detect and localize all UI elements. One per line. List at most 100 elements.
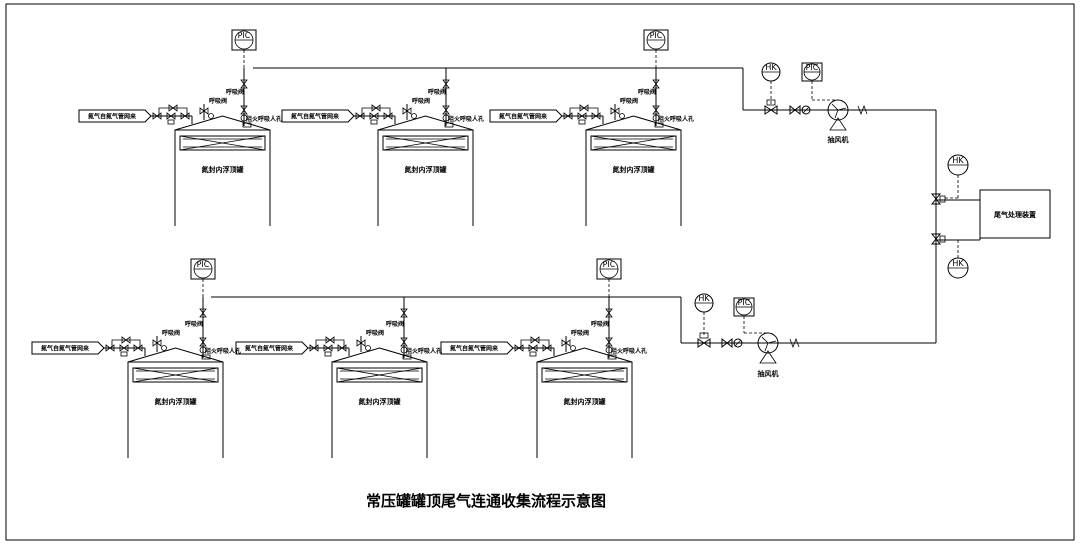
breather-valve-label-2: 呼吸阀	[591, 320, 609, 328]
gate-valve	[591, 112, 601, 120]
floating-roof	[132, 367, 219, 383]
svg-text:HK: HK	[698, 294, 710, 303]
tank-body	[174, 129, 271, 226]
floating-roof	[336, 367, 423, 383]
gate-valve	[577, 112, 587, 120]
tank-roof	[127, 347, 224, 363]
nitrogen-inlet-label: 氮气自氮气管网来	[41, 345, 90, 353]
control-valve-top	[764, 105, 778, 115]
gate-valve	[514, 344, 524, 352]
fan-bottom	[757, 332, 779, 354]
tank-roof	[585, 115, 682, 131]
nitrogen-inlet-label: 氮气自氮气管网来	[88, 113, 137, 121]
diagram-border	[5, 3, 1075, 541]
vent-valve	[400, 308, 408, 318]
tank-label: 氮封内浮顶罐	[155, 397, 197, 406]
svg-text:HK: HK	[952, 156, 964, 165]
fan-top	[827, 99, 849, 121]
gate-valve	[542, 344, 552, 352]
floating-roof	[179, 135, 266, 151]
gate-valve	[337, 344, 347, 352]
tank-body	[127, 361, 224, 458]
gate-valve	[309, 344, 319, 352]
gate-valve	[383, 112, 393, 120]
tank-roof	[377, 115, 474, 131]
diagram-title: 常压罐罐顶尾气连通收集流程示意图	[366, 492, 606, 510]
flame-arrester-label: 阻火呼吸人孔	[246, 115, 282, 123]
nitrogen-inlet-label: 氮气自氮气管网来	[291, 113, 340, 121]
fan-label-top: 抽风机	[828, 135, 849, 144]
breather-valve-label: 呼吸阀	[366, 329, 384, 337]
tank-label: 氮封内浮顶罐	[202, 165, 244, 174]
bottom-fan-section: HK PIC 抽风机	[694, 293, 800, 378]
treatment-label: 尾气处理装置	[993, 210, 1036, 219]
tank-label: 氮封内浮顶罐	[564, 397, 606, 406]
nitrogen-inlet-tag	[31, 341, 105, 355]
tank-label: 氮封内浮顶罐	[359, 397, 401, 406]
vent-valve	[199, 308, 207, 318]
breather-valve-label-2: 呼吸阀	[386, 320, 404, 328]
vent-valve	[442, 79, 450, 89]
breather-valve-label-2: 呼吸阀	[185, 320, 203, 328]
hk-label: HK	[765, 63, 777, 72]
pic-label: PIC	[603, 260, 616, 269]
flame-arrester-label: 阻火呼吸人孔	[658, 115, 694, 123]
tail-gas-treatment-unit: 尾气处理装置	[979, 189, 1051, 239]
pic-label: PIC	[650, 31, 663, 40]
top-fan-section: HK PIC 抽风机	[761, 62, 868, 144]
flame-arrester-label: 阻火呼吸人孔	[406, 347, 442, 355]
tank-label: 氮封内浮顶罐	[405, 165, 447, 174]
collection-valves: HK HK	[930, 154, 969, 279]
svg-text:PIC: PIC	[738, 298, 751, 307]
gate-valve	[369, 112, 379, 120]
flame-arrester-label: 阻火呼吸人孔	[205, 347, 241, 355]
tank-body	[536, 361, 633, 458]
gate-valve	[152, 112, 162, 120]
floating-roof	[382, 135, 469, 151]
vent-valve	[240, 79, 248, 89]
gate-valve	[166, 112, 176, 120]
tank-label: 氮封内浮顶罐	[613, 165, 655, 174]
gate-valve	[119, 344, 129, 352]
gate-valve	[528, 344, 538, 352]
bottom-header-pipe	[211, 296, 936, 344]
gate-valve	[563, 112, 573, 120]
svg-text:HK: HK	[952, 259, 964, 268]
gate-valve	[355, 112, 365, 120]
collection-pipe	[906, 109, 981, 343]
nitrogen-inlet-label: 氮气自氮气管网来	[245, 345, 294, 353]
top-header-pipe	[253, 67, 906, 111]
svg-text:PIC: PIC	[806, 63, 819, 72]
gate-valve	[133, 344, 143, 352]
breather-valve-label: 呼吸阀	[412, 97, 430, 105]
nitrogen-inlet-tag	[235, 341, 309, 355]
tank-roof	[174, 115, 271, 131]
flame-arrester-label: 阻火呼吸人孔	[611, 347, 647, 355]
breather-valve-label: 呼吸阀	[620, 97, 638, 105]
flame-arrester-label: 阻火呼吸人孔	[448, 115, 484, 123]
nitrogen-inlet-tag	[440, 341, 514, 355]
pic-label: PIC	[238, 31, 251, 40]
breather-valve-label-2: 呼吸阀	[428, 88, 446, 96]
nitrogen-inlet-tag	[281, 109, 355, 123]
tank-body	[377, 129, 474, 226]
gate-valve	[180, 112, 190, 120]
nitrogen-inlet-tag	[78, 109, 152, 123]
floating-roof	[541, 367, 628, 383]
breather-valve-label: 呼吸阀	[162, 329, 180, 337]
breather-valve-label-2: 呼吸阀	[226, 88, 244, 96]
fan-label-bottom: 抽风机	[758, 369, 779, 378]
breather-valve-label: 呼吸阀	[209, 97, 227, 105]
tank-body	[331, 361, 428, 458]
nitrogen-inlet-label: 氮气自氮气管网来	[499, 113, 548, 121]
nitrogen-inlet-tag	[489, 109, 563, 123]
breather-valve-label-2: 呼吸阀	[638, 88, 656, 96]
pic-label: PIC	[197, 260, 210, 269]
